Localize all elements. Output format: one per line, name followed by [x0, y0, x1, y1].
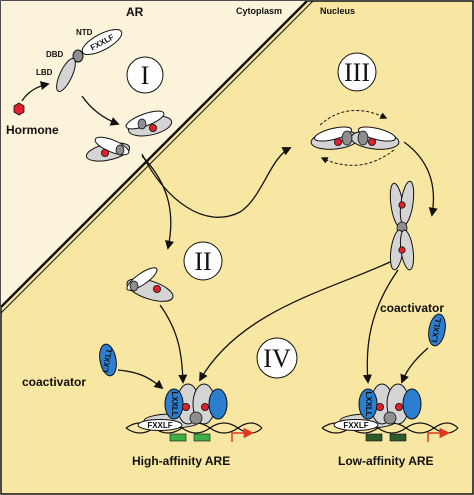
dbd-domain	[72, 49, 84, 63]
step-four-label: IV	[263, 344, 291, 373]
hormone-binding-arrow	[21, 81, 50, 102]
arrow-dimer-to-vertical	[403, 141, 438, 217]
are-high-right	[193, 433, 211, 442]
high-affinity-are-label: High-affinity ARE	[132, 454, 230, 468]
nc-dimer	[310, 109, 400, 166]
low-affinity-complex: FXXLF LXXLL	[321, 383, 459, 442]
ar-label: AR	[126, 5, 144, 19]
coactivator-left: LXXLL	[99, 343, 117, 377]
vertical-dimer	[389, 180, 415, 271]
lbd-label: LBD	[36, 68, 53, 77]
ar-cytoplasm	[85, 136, 131, 162]
coactivator-right-label: coactivator	[380, 301, 444, 315]
step-two-label: II	[194, 247, 211, 276]
are-low-left	[365, 433, 383, 442]
nucleus-label: Nucleus	[320, 6, 355, 16]
arrow-coactivator-to-high	[117, 369, 164, 390]
arrow-to-dimer-path	[141, 147, 292, 218]
hormone-molecule	[13, 102, 25, 116]
low-affinity-are-label: Low-affinity ARE	[338, 454, 434, 468]
step-three-circle	[337, 52, 377, 92]
cytoplasm-label: Cytoplasm	[236, 6, 282, 16]
step-one-label: I	[141, 61, 150, 90]
arrow-dimer-to-high	[199, 261, 391, 382]
arrow-dimer-to-low	[362, 269, 399, 384]
high-lxxll-label: LXXLL	[170, 391, 179, 416]
step-four-circle	[256, 337, 298, 379]
hormone-bound-ar	[125, 110, 173, 137]
nuclear-membrane	[0, 0, 308, 308]
are-low-right	[389, 433, 407, 442]
lbd-domain	[56, 57, 76, 93]
ntd-label: NTD	[76, 28, 93, 37]
coactivator-right-lxxll: LXXLL	[430, 317, 443, 344]
step-two-circle	[183, 241, 223, 281]
arrow-coactivator-to-low	[400, 347, 429, 384]
ntd-domain	[81, 28, 123, 56]
arrow-to-nuclear-monomer	[141, 155, 174, 250]
coactivator-left-lxxll: LXXLL	[101, 347, 114, 374]
dbd-label: DBD	[46, 50, 64, 59]
step-one-circle	[126, 56, 164, 94]
transcription-arrow-low	[427, 427, 451, 442]
nuclear-monomer	[126, 267, 174, 302]
step-three-label: III	[344, 58, 370, 87]
low-fxxlf-label: FXXLF	[343, 421, 368, 430]
are-high-left	[169, 433, 187, 442]
high-fxxlf-label: FXXLF	[147, 421, 172, 430]
low-lxxll-label: LXXLL	[364, 391, 373, 416]
arrow-monomer-to-bound	[81, 95, 120, 126]
nuclear-membrane-inner	[0, 0, 314, 314]
transcription-arrow-high	[231, 427, 255, 442]
high-affinity-complex: FXXLF LXXLL	[125, 383, 263, 442]
coactivator-right: LXXLL	[428, 313, 446, 347]
hormone-label: Hormone	[6, 123, 59, 137]
coactivator-left-label: coactivator	[22, 375, 86, 389]
arrow-monomer-to-high	[159, 304, 188, 384]
ar-monomer: FXXLF	[56, 28, 123, 93]
